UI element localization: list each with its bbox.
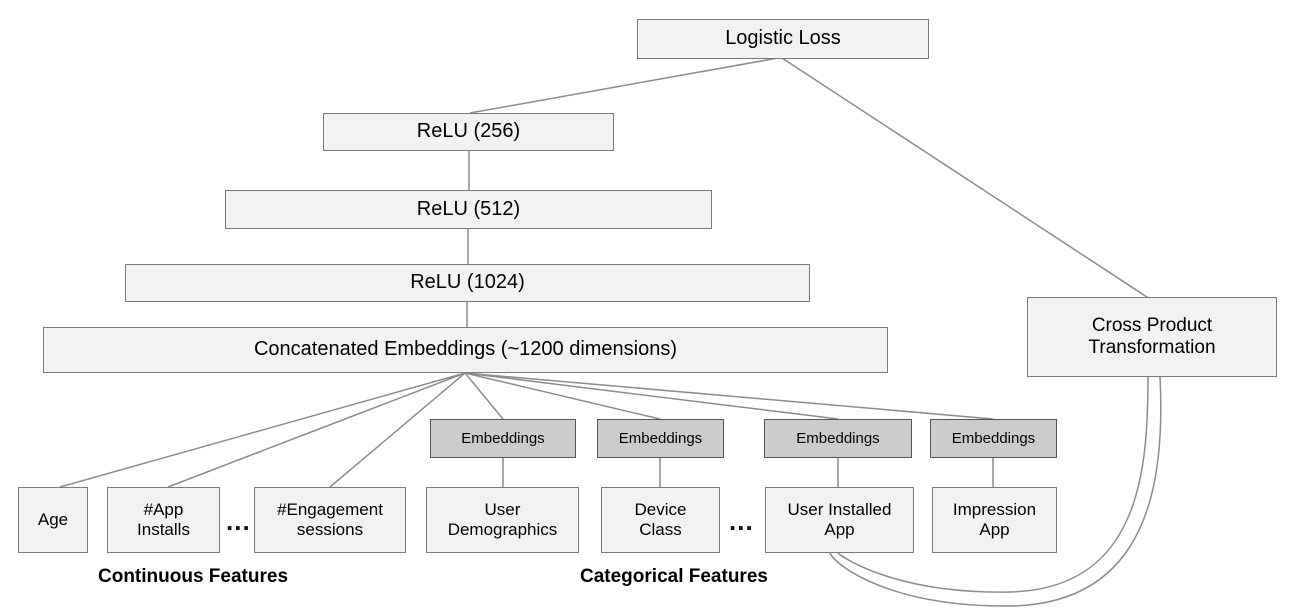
node-feature-device-class[interactable]: Device Class — [601, 487, 720, 553]
node-logistic-loss-label: Logistic Loss — [725, 27, 841, 50]
node-cross-product-transformation-label: Cross Product Transformation — [1088, 314, 1216, 358]
edge-concat-to-embedding-2 — [464, 372, 661, 420]
edge-concat-to-embedding-3 — [464, 372, 839, 420]
node-relu-1024[interactable]: ReLU (1024) — [125, 264, 810, 302]
node-feature-user-installed-app[interactable]: User Installed App — [765, 487, 914, 553]
node-relu-256-label: ReLU (256) — [416, 120, 521, 143]
ellipsis-categorical-features: ... — [729, 508, 754, 534]
edge-loss-to-relu256 — [469, 57, 779, 114]
ellipsis-continuous-text: ... — [226, 506, 251, 536]
node-relu-512[interactable]: ReLU (512) — [225, 190, 712, 229]
node-feature-engagement-sessions[interactable]: #Engagement sessions — [254, 487, 406, 553]
caption-continuous-features: Continuous Features — [98, 566, 288, 588]
node-feature-app-installs-label: #App Installs — [137, 499, 190, 539]
node-embeddings-impression-app-label: Embeddings — [951, 429, 1036, 447]
caption-categorical-features-text: Categorical Features — [580, 566, 768, 587]
node-feature-user-installed-app-label: User Installed App — [787, 499, 892, 539]
node-feature-age[interactable]: Age — [18, 487, 88, 553]
node-feature-user-demographics[interactable]: User Demographics — [426, 487, 579, 553]
edge-concat-to-app-installs — [167, 372, 466, 488]
caption-categorical-features: Categorical Features — [580, 566, 768, 588]
node-relu-512-label: ReLU (512) — [416, 197, 521, 220]
node-cross-product-transformation[interactable]: Cross Product Transformation — [1027, 297, 1277, 377]
edge-cross-product-to-user-installed-app — [837, 376, 1149, 593]
edge-concat-to-embedding-4 — [464, 372, 994, 420]
node-embeddings-user-demographics-label: Embeddings — [461, 429, 545, 447]
node-embeddings-user-installed-app[interactable]: Embeddings — [764, 419, 912, 458]
node-feature-impression-app[interactable]: Impression App — [932, 487, 1057, 553]
node-feature-age-label: Age — [37, 509, 69, 529]
edge-concat-to-age — [59, 372, 466, 488]
node-relu-256[interactable]: ReLU (256) — [323, 113, 614, 151]
node-embeddings-user-installed-app-label: Embeddings — [796, 429, 880, 447]
node-feature-user-demographics-label: User Demographics — [447, 499, 558, 539]
node-embeddings-impression-app[interactable]: Embeddings — [930, 419, 1057, 458]
node-embeddings-device-class[interactable]: Embeddings — [597, 419, 724, 458]
edge-concat-to-embedding-1 — [464, 372, 504, 420]
ellipsis-continuous-features: ... — [226, 508, 251, 534]
node-embeddings-device-class-label: Embeddings — [618, 429, 703, 447]
node-concatenated-embeddings[interactable]: Concatenated Embeddings (~1200 dimension… — [43, 327, 888, 373]
node-feature-device-class-label: Device Class — [634, 499, 687, 539]
node-feature-impression-app-label: Impression App — [952, 499, 1037, 539]
node-logistic-loss[interactable]: Logistic Loss — [637, 19, 929, 59]
node-concatenated-embeddings-label: Concatenated Embeddings (~1200 dimension… — [253, 338, 678, 361]
node-feature-app-installs[interactable]: #App Installs — [107, 487, 220, 553]
node-embeddings-user-demographics[interactable]: Embeddings — [430, 419, 576, 458]
caption-continuous-features-text: Continuous Features — [98, 566, 289, 587]
node-feature-engagement-sessions-label: #Engagement sessions — [277, 499, 383, 539]
edge-loss-to-cross-product — [781, 57, 1151, 300]
ellipsis-categorical-text: ... — [729, 506, 754, 536]
node-relu-1024-label: ReLU (1024) — [410, 271, 525, 294]
